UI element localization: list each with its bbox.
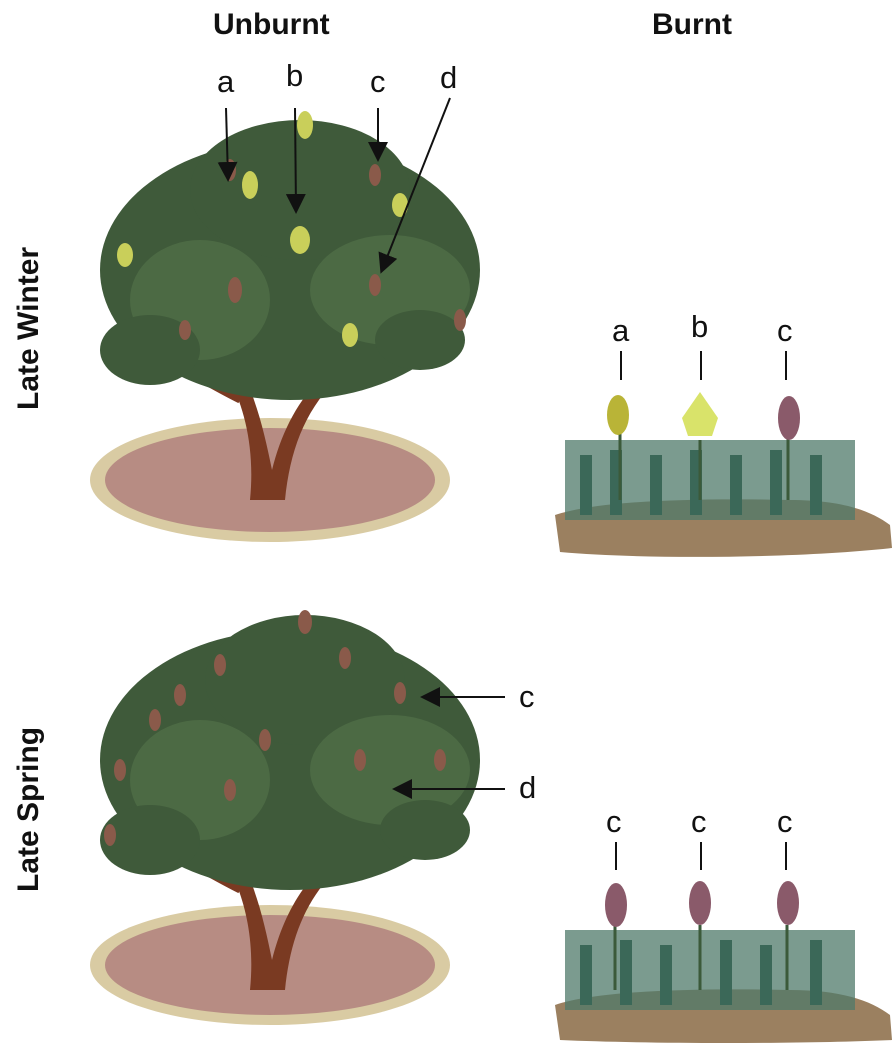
inflorescence-c <box>778 396 800 440</box>
label-d-unburnt-winter: d <box>440 62 457 93</box>
label-c1-burnt-spring: c <box>606 806 622 837</box>
label-d-unburnt-spring: d <box>519 772 536 803</box>
label-a-unburnt-winter: a <box>217 66 234 97</box>
inflorescence-c-2 <box>689 881 711 925</box>
label-c3-burnt-spring: c <box>777 806 793 837</box>
label-b-unburnt-winter: b <box>286 60 303 91</box>
label-a-burnt-winter: a <box>612 315 629 346</box>
unburnt-spring-shrub <box>90 610 480 1025</box>
burnt-spring-scene <box>555 881 892 1043</box>
unburnt-winter-shrub <box>90 111 480 542</box>
label-c2-burnt-spring: c <box>691 806 707 837</box>
label-c-unburnt-spring: c <box>519 681 535 712</box>
arrow-b-winter <box>295 108 296 210</box>
label-c-unburnt-winter: c <box>370 66 386 97</box>
inflorescence-a <box>607 395 629 435</box>
burnt-winter-scene <box>555 392 892 557</box>
label-b-burnt-winter: b <box>691 311 708 342</box>
label-c-burnt-winter: c <box>777 315 793 346</box>
inflorescence-b <box>682 392 718 436</box>
inflorescence-c-3 <box>777 881 799 925</box>
inflorescence-c-1 <box>605 883 627 927</box>
